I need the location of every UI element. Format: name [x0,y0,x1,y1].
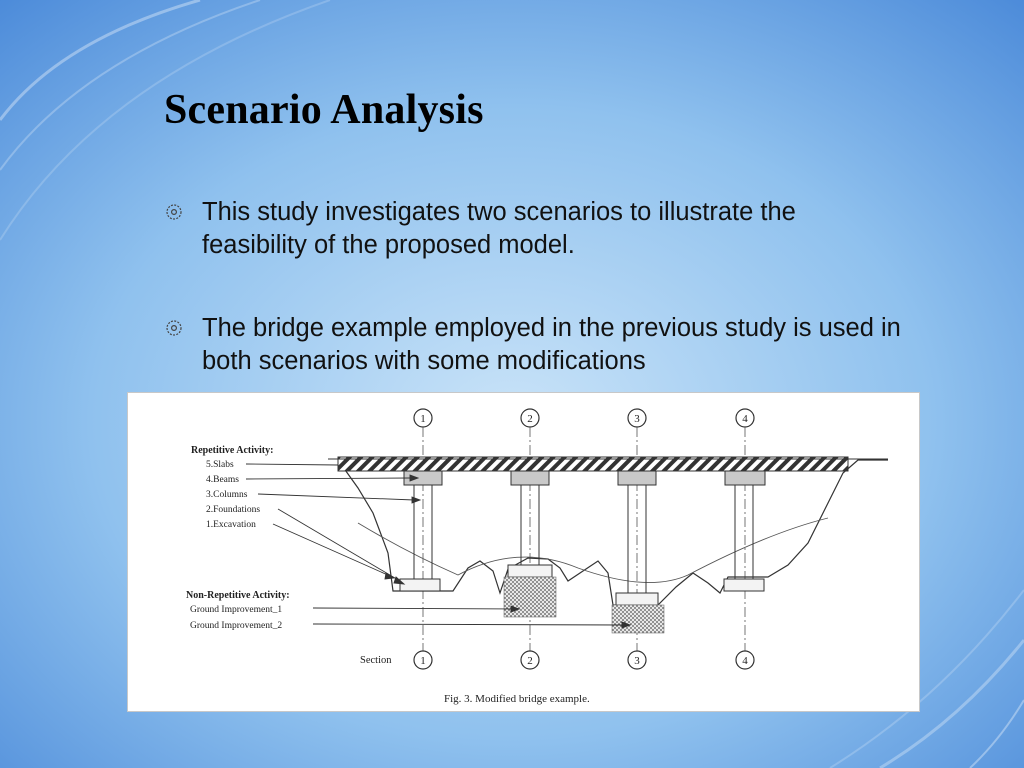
ground-improvement-1-label: Ground Improvement_1 [190,605,282,615]
section-markers-top: 1 2 3 4 [413,408,755,428]
bullet-item: The bridge example employed in the previ… [164,312,904,378]
section-number: 1 [420,413,426,425]
foundations [399,564,765,606]
section-number: 1 [420,655,426,667]
activity-label-slabs: 5.Slabs [206,460,234,470]
bullet-item: This study investigates two scenarios to… [164,196,904,262]
bullet-text: This study investigates two scenarios to… [202,198,796,259]
section-markers-bottom: 1 2 3 4 [413,650,755,670]
flower-bullet-icon [166,320,182,336]
leader-lines [245,463,632,629]
bridge-figure: 1 2 3 4 [127,392,920,712]
section-number: 4 [742,413,748,425]
figure-caption: Fig. 3. Modified bridge example. [444,693,590,705]
activity-label-excavation: 1.Excavation [206,520,256,530]
section-number: 2 [527,413,533,425]
activity-label-columns: 3.Columns [206,490,248,500]
non-repetitive-heading: Non-Repetitive Activity: [186,590,290,601]
bullet-text: The bridge example employed in the previ… [202,314,901,375]
beams [403,470,766,486]
bridge-diagram: 1 2 3 4 [186,408,888,705]
section-label: Section [360,655,392,666]
repetitive-heading: Repetitive Activity: [191,445,273,456]
ground-improvement-2 [611,604,665,634]
section-number: 2 [527,655,533,667]
section-number: 4 [742,655,748,667]
activity-label-foundations: 2.Foundations [206,505,260,515]
flower-bullet-icon [166,204,182,220]
slide-title: Scenario Analysis [164,87,484,133]
activity-label-beams: 4.Beams [206,475,239,485]
section-number: 3 [634,655,640,667]
bullet-list: This study investigates two scenarios to… [164,196,904,428]
ground-improvement-2-label: Ground Improvement_2 [190,621,282,631]
deck-slab [337,456,849,472]
columns [413,484,754,594]
rock-line [357,517,829,583]
section-number: 3 [634,413,640,425]
